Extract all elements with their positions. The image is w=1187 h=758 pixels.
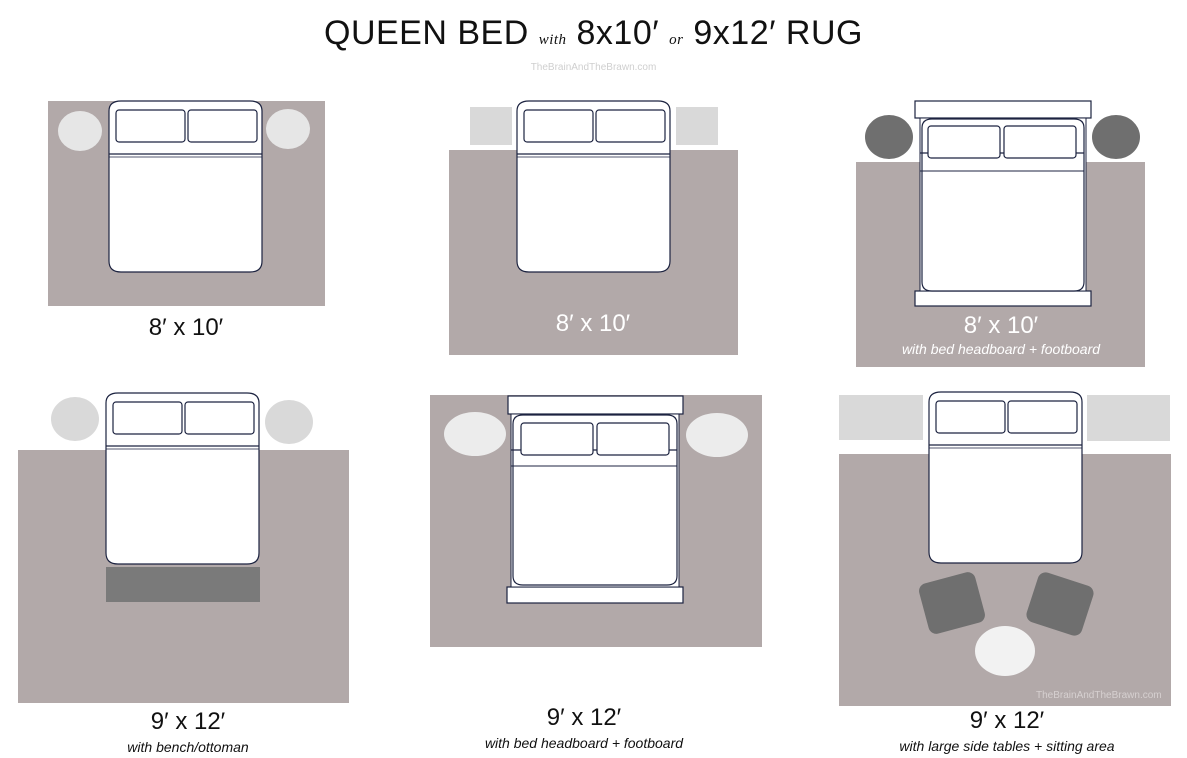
pillow-left [520, 422, 594, 456]
layout-6-size: 9′ x 12′ [969, 707, 1045, 734]
bed [928, 391, 1083, 564]
layout-6-caption: with large side tables + sitting area [899, 738, 1115, 754]
title-with: with [538, 32, 567, 48]
coffee-table [975, 626, 1035, 676]
side-table-right [1087, 395, 1170, 441]
layout-2 [449, 100, 738, 355]
nightstand-left [444, 412, 506, 456]
nightstand-left [58, 111, 102, 151]
layout-5-size: 9′ x 12′ [546, 704, 622, 731]
nightstand-left [51, 397, 99, 441]
title-part1: QUEEN BED [324, 14, 529, 52]
side-table-left [839, 395, 923, 440]
layout-2-size: 8′ x 10′ [555, 310, 631, 337]
title-part2: 8x10′ [576, 14, 660, 52]
bench [106, 567, 260, 602]
diagram-title: QUEEN BED with 8x10′ or 9x12′ RUG [0, 14, 1187, 53]
layout-3-size: 8′ x 10′ [963, 312, 1039, 339]
pillow-right [1003, 125, 1077, 159]
nightstand-right [265, 400, 313, 444]
layout-1 [48, 100, 325, 306]
bed [921, 118, 1085, 292]
watermark-corner: TheBrainAndTheBrawn.com [1036, 690, 1162, 701]
pillow-right [596, 422, 670, 456]
layout-4-caption: with bench/ottoman [127, 739, 249, 755]
watermark-top: TheBrainAndTheBrawn.com [530, 62, 657, 73]
layout-5-caption: with bed headboard + footboard [484, 735, 684, 751]
footboard [914, 290, 1092, 307]
bed [516, 100, 671, 273]
title-or: or [669, 32, 684, 48]
bed [108, 100, 263, 273]
nightstand-right [266, 109, 310, 149]
chair-right [1026, 572, 1094, 636]
headboard [507, 395, 684, 415]
layout-5 [430, 395, 762, 647]
nightstand-left [865, 115, 913, 159]
layout-4 [18, 392, 349, 703]
chair-left [919, 572, 985, 634]
nightstand-right [686, 413, 748, 457]
nightstand-left [470, 107, 512, 145]
bed [512, 414, 678, 586]
nightstand-right [676, 107, 718, 145]
layout-1-size: 8′ x 10′ [148, 314, 224, 341]
layout-4-size: 9′ x 12′ [150, 708, 226, 735]
layout-3-caption: with bed headboard + footboard [901, 341, 1101, 357]
layout-6 [839, 391, 1171, 706]
title-part3: 9x12′ RUG [693, 14, 863, 52]
headboard [914, 100, 1092, 119]
bed [105, 392, 260, 565]
footboard [506, 586, 684, 604]
nightstand-right [1092, 115, 1140, 159]
layout-3 [856, 100, 1145, 367]
pillow-left [927, 125, 1001, 159]
